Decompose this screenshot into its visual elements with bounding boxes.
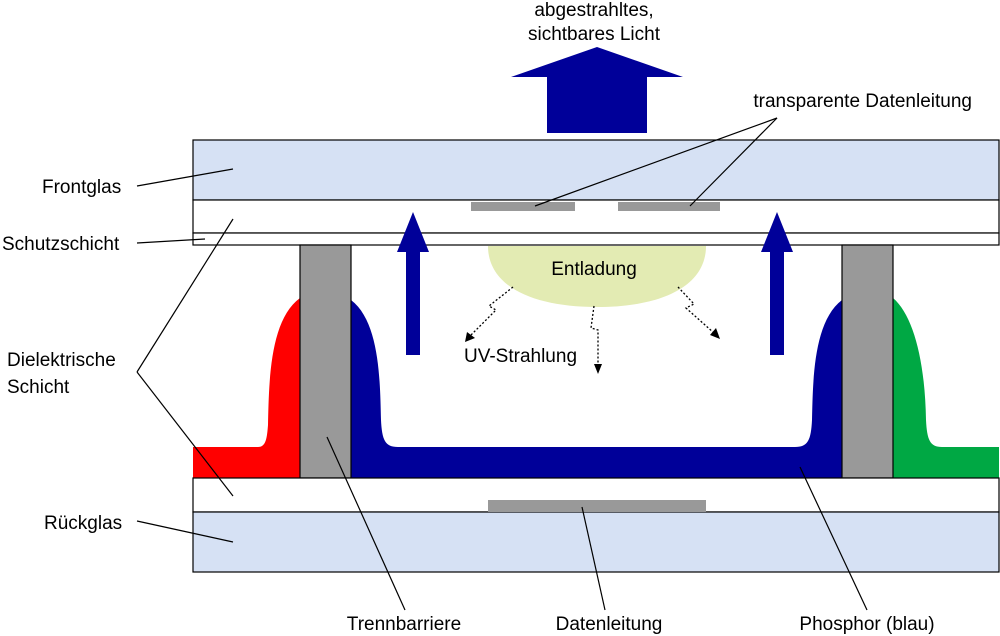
leader-phosphor [799, 466, 868, 611]
label-transparent-data-line: transparente Datenleitung [753, 91, 972, 112]
leader-dielectric-lower [136, 371, 234, 497]
emitted-light-arrow [511, 47, 683, 133]
leader-dielectric-upper [136, 218, 234, 373]
uv-ray-right-head [710, 328, 720, 339]
label-front-glass: Frontglas [42, 177, 121, 198]
uv-ray-left [469, 286, 514, 337]
label-dielectric-line1: Dielektrische [7, 350, 116, 371]
phosphor-green [893, 298, 999, 478]
leader-barrier [326, 436, 406, 611]
leader-data-line [581, 506, 606, 611]
uv-ray-right [677, 286, 715, 334]
leader-transparent-right [689, 117, 778, 207]
light-arrow-left [397, 212, 429, 355]
label-dielectric-line2: Schicht [7, 377, 70, 398]
label-rear-glass: Rückglas [44, 513, 122, 534]
phosphor-blue [351, 300, 842, 478]
uv-ray-center-head [594, 364, 602, 374]
protective-layer [192, 232, 1000, 246]
label-uv-radiation: UV-Strahlung [464, 346, 577, 367]
data-line-electrode [488, 500, 706, 512]
light-arrow-right [761, 212, 793, 355]
transparent-data-line-left [471, 202, 575, 211]
transparent-data-line-right [618, 202, 720, 211]
label-phosphor: Phosphor (blau) [799, 614, 934, 635]
front-dielectric-layer [192, 199, 1000, 234]
front-glass [192, 139, 1000, 201]
leader-protective-layer [136, 238, 206, 244]
label-emitted-light-line1: abgestrahltes, [534, 0, 653, 21]
label-discharge: Entladung [551, 259, 637, 280]
discharge-glow [488, 246, 706, 307]
leader-transparent-left [534, 117, 778, 207]
label-protective-layer: Schutzschicht [2, 234, 120, 255]
leader-front-glass [136, 168, 234, 187]
uv-ray-left-head [465, 332, 475, 342]
phosphor-red [193, 298, 300, 478]
leader-rear-glass [136, 520, 234, 543]
label-emitted-light-line2: sichtbares Licht [528, 24, 661, 45]
label-barrier: Trennbarriere [347, 614, 461, 635]
barrier-right [841, 244, 894, 479]
uv-ray-center [590, 305, 599, 366]
label-data-line: Datenleitung [556, 614, 663, 635]
barrier-left [299, 244, 352, 479]
rear-glass [192, 511, 1000, 573]
